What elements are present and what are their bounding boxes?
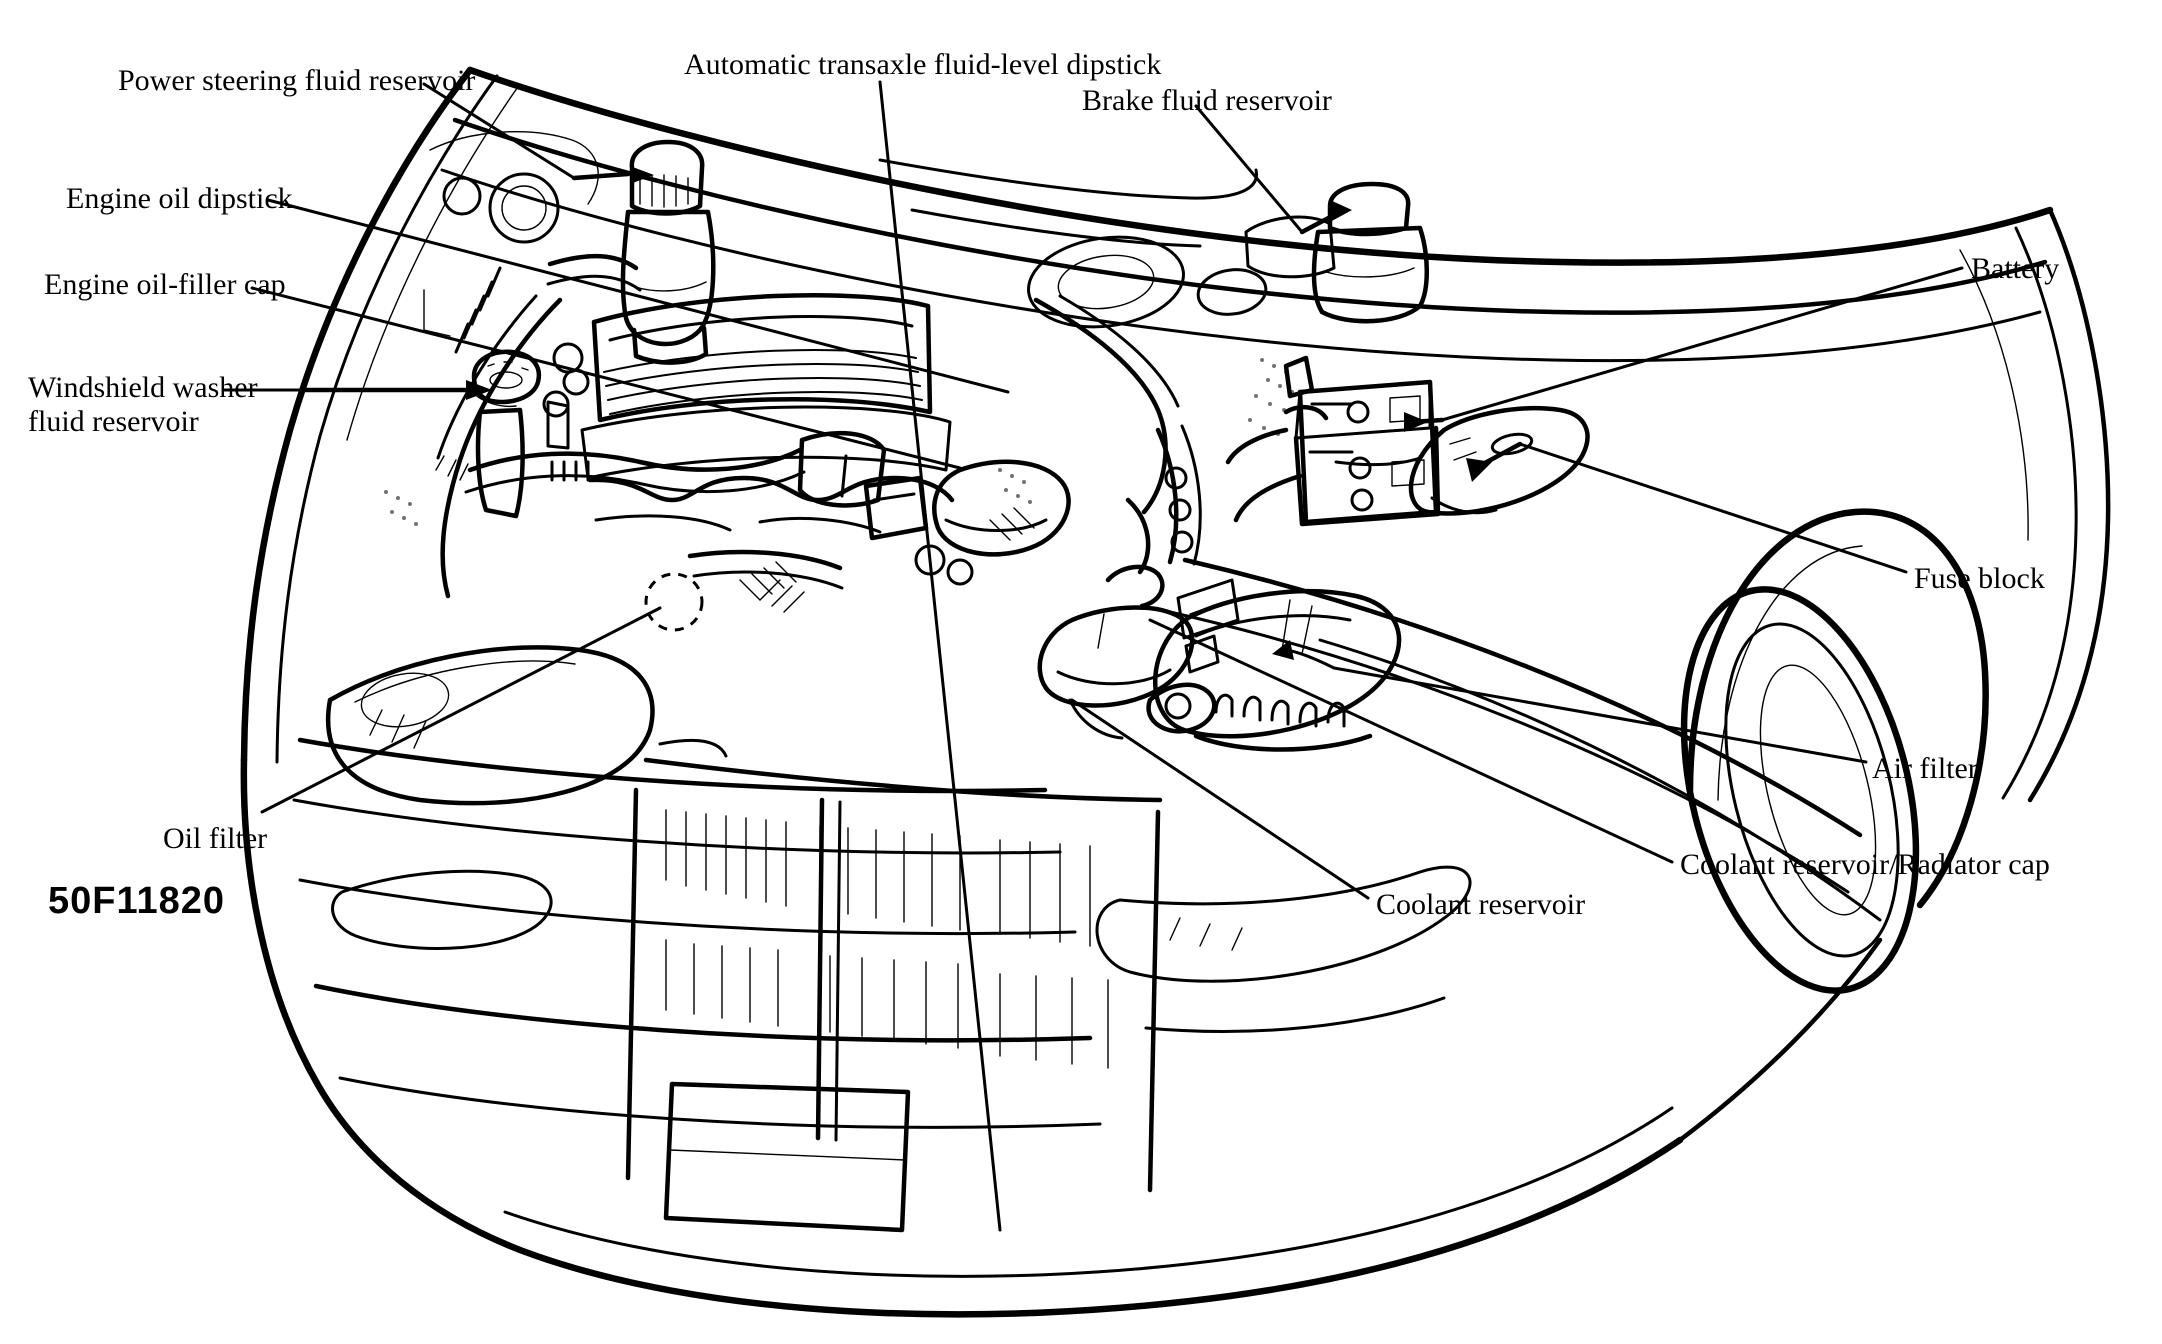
leader-lines: [222, 80, 1964, 1232]
front-bumper-and-grille: [292, 645, 1472, 1233]
engine-assembly: [423, 131, 1180, 599]
coolant-reservoir-part: [1037, 564, 1195, 740]
leader-brake-fluid: [1194, 104, 1304, 234]
fuse-block-part: [1408, 406, 1590, 516]
callout-oil-filter: Oil filter: [163, 822, 268, 855]
callout-power-steering-fluid-reservoir: Power steering fluid reservoir: [118, 64, 476, 97]
battery-part: [1225, 355, 1445, 527]
ribbed-hose: [454, 266, 502, 354]
car-body-outline: [240, 66, 2111, 1318]
leader-engine-oil-dipstick: [266, 198, 1010, 394]
callout-air-filter: Air filter: [1872, 752, 1978, 785]
callout-coolant-reservoir: Coolant reservoir: [1376, 888, 1586, 921]
leader-oil-filter: [260, 606, 662, 814]
brake-fluid-reservoir-part: [1299, 181, 1429, 324]
leader-fuse-block: [1518, 442, 1908, 574]
cowl-panel: [384, 158, 1336, 613]
callout-battery: Battery: [1971, 252, 2060, 285]
leader-battery: [1440, 266, 1964, 422]
washer-cap-marks: [487, 361, 529, 389]
crosshatch-shading: [739, 507, 1035, 613]
figure-code: 50F11820: [48, 880, 226, 922]
windshield-washer-fluid-reservoir-part: [303, 349, 590, 519]
leader-power-steering: [422, 82, 576, 180]
stipple-shading: [384, 358, 1294, 526]
air-filter-housing: [1146, 578, 1402, 752]
leader-engine-oil-filler-cap: [250, 286, 962, 470]
power-steering-fluid-reservoir-part: [571, 139, 716, 365]
reservoir-cap-knurl: [639, 174, 689, 208]
front-wheel: [1680, 508, 1989, 994]
radiator: [625, 572, 1163, 1193]
callout-windshield-washer-fluid-reservoir: Windshield washer fluid reservoir: [28, 371, 258, 438]
callout-engine-oil-dipstick: Engine oil dipstick: [66, 182, 293, 215]
leader-coolant-radiator-cap: [1148, 618, 1674, 864]
bracket-teeth: [550, 460, 590, 482]
callout-brake-fluid-reservoir: Brake fluid reservoir: [1082, 84, 1332, 117]
engine-cover-ribs: [603, 348, 923, 415]
radiator-fins: [665, 809, 1109, 1069]
callout-coolant-reservoir-radiator-cap: Coolant reservoir/Radiator cap: [1680, 848, 2050, 881]
leader-automatic-transaxle-dipstick: [878, 80, 1002, 1232]
oil-filter-hidden-outline: [644, 572, 704, 632]
callout-automatic-transaxle-fluid-level-dipstick: Automatic transaxle fluid-level dipstick: [684, 48, 1162, 81]
transaxle-and-accessories: [687, 424, 1202, 590]
leader-air-filter: [1332, 666, 1868, 764]
callout-fuse-block: Fuse block: [1914, 562, 2045, 595]
callout-engine-oil-filler-cap: Engine oil-filler cap: [44, 268, 286, 301]
leader-coolant-reservoir: [1070, 698, 1370, 900]
